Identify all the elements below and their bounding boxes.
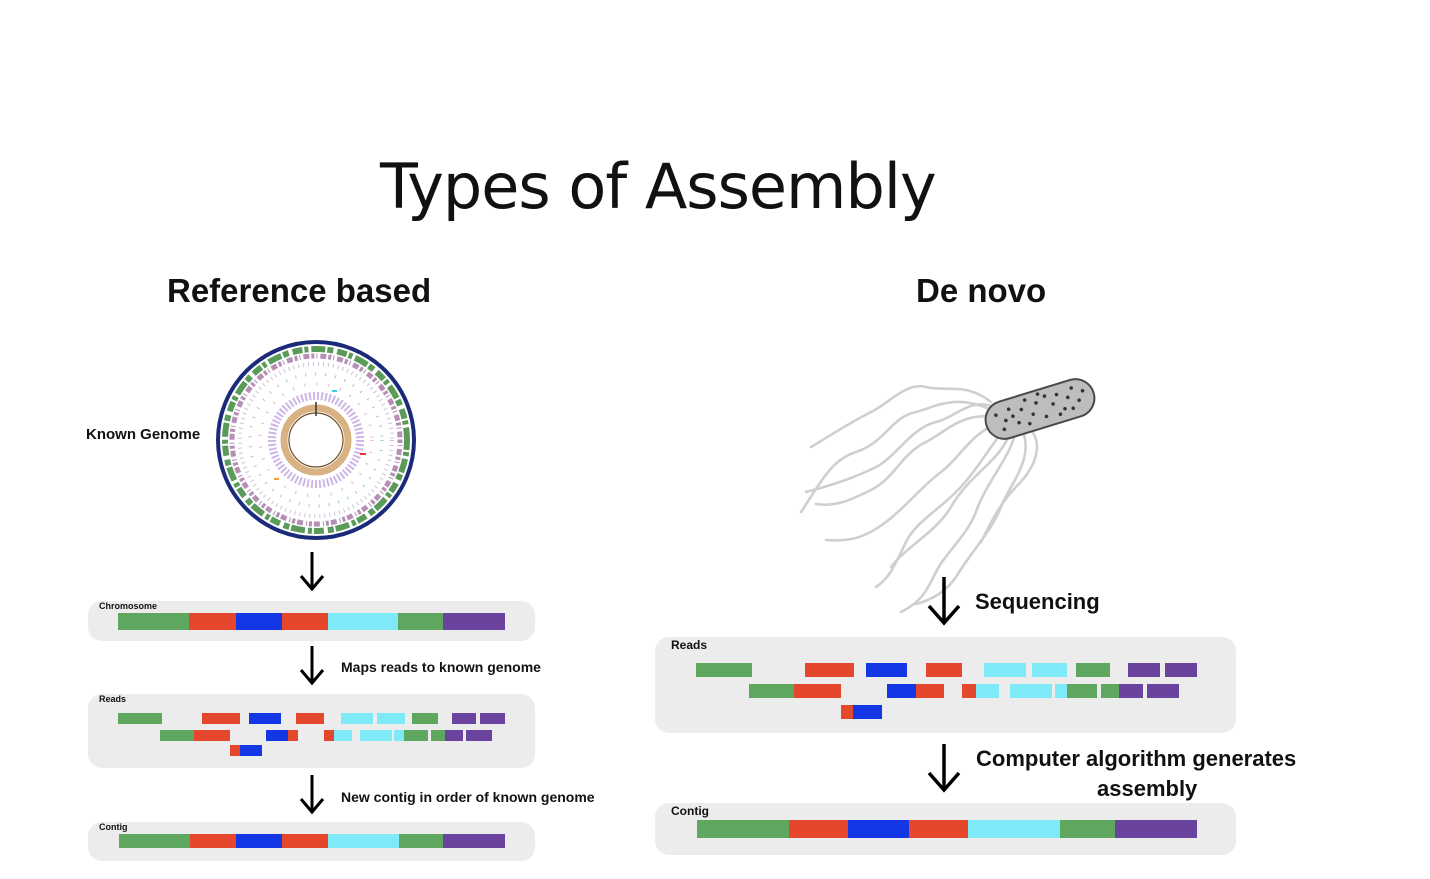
read [1055, 684, 1067, 698]
segment [909, 820, 968, 838]
segment [443, 834, 505, 848]
read [926, 663, 962, 677]
read [334, 730, 352, 741]
segment [328, 834, 399, 848]
chromosome-panel: Chromosome [88, 601, 535, 641]
read [1067, 684, 1097, 698]
segment [789, 820, 848, 838]
segment [236, 834, 282, 848]
read [118, 713, 162, 724]
chromosome-label: Chromosome [99, 601, 158, 611]
read [866, 663, 907, 677]
segment [189, 613, 236, 630]
read [984, 663, 1026, 677]
read [452, 713, 476, 724]
segment [697, 820, 789, 838]
down-arrow-icon [299, 552, 325, 592]
segment [190, 834, 236, 848]
down-arrow-icon [299, 775, 325, 815]
segment [848, 820, 909, 838]
reads-label: Reads [671, 638, 708, 652]
segment [1060, 820, 1115, 838]
reads-label: Reads [99, 694, 127, 704]
segment [282, 613, 328, 630]
segment [118, 613, 189, 630]
read [976, 684, 999, 698]
read [962, 684, 976, 698]
reference-contig-panel: Contig [88, 822, 535, 861]
denovo-heading: De novo [916, 272, 1047, 309]
read [431, 730, 445, 741]
read [1032, 663, 1067, 677]
segment [119, 834, 190, 848]
contig-label: Contig [99, 822, 128, 832]
segment [282, 834, 328, 848]
segment [328, 613, 398, 630]
segment [399, 834, 443, 848]
known-genome-label: Known Genome [86, 426, 201, 443]
segment [398, 613, 443, 630]
read [360, 730, 392, 741]
read [160, 730, 194, 741]
read [445, 730, 463, 741]
read [412, 713, 438, 724]
read [240, 745, 262, 756]
read [841, 705, 853, 719]
read [341, 713, 373, 724]
algorithm-label-line1: Computer algorithm generates [976, 746, 1297, 771]
read [1010, 684, 1052, 698]
read [324, 730, 334, 741]
bacterium-illustration [799, 378, 1096, 614]
read [296, 713, 324, 724]
new-contig-label: New contig in order of known genome [341, 789, 595, 805]
maps-reads-label: Maps reads to known genome [341, 659, 541, 675]
algorithm-label-line2: assembly [1097, 776, 1198, 801]
read [466, 730, 492, 741]
segment [968, 820, 1060, 838]
read [887, 684, 916, 698]
read [696, 663, 752, 677]
read [288, 730, 298, 741]
reference-reads-panel: Reads [88, 694, 535, 768]
read [249, 713, 281, 724]
read [853, 705, 882, 719]
reference-heading: Reference based [167, 272, 432, 309]
read [230, 745, 240, 756]
read [805, 663, 854, 677]
read [916, 684, 944, 698]
down-arrow-icon [299, 646, 325, 686]
contig-label: Contig [671, 804, 709, 818]
read [377, 713, 405, 724]
read [1165, 663, 1197, 677]
read [194, 730, 230, 741]
down-arrow-icon [927, 744, 961, 793]
read [480, 713, 505, 724]
slide-title: Types of Assembly [380, 150, 937, 223]
read [404, 730, 428, 741]
read [749, 684, 794, 698]
segment [236, 613, 282, 630]
read [794, 684, 841, 698]
read [394, 730, 404, 741]
segment [1115, 820, 1197, 838]
denovo-reads-panel: Reads [655, 637, 1236, 733]
read [1101, 684, 1119, 698]
circular-genome-map [216, 340, 416, 540]
read [1128, 663, 1160, 677]
read [202, 713, 240, 724]
down-arrow-icon [927, 577, 961, 626]
read [266, 730, 288, 741]
denovo-contig-panel: Contig [655, 803, 1236, 855]
read [1119, 684, 1143, 698]
read [1147, 684, 1179, 698]
segment [443, 613, 505, 630]
read [1076, 663, 1110, 677]
sequencing-label: Sequencing [975, 589, 1100, 614]
